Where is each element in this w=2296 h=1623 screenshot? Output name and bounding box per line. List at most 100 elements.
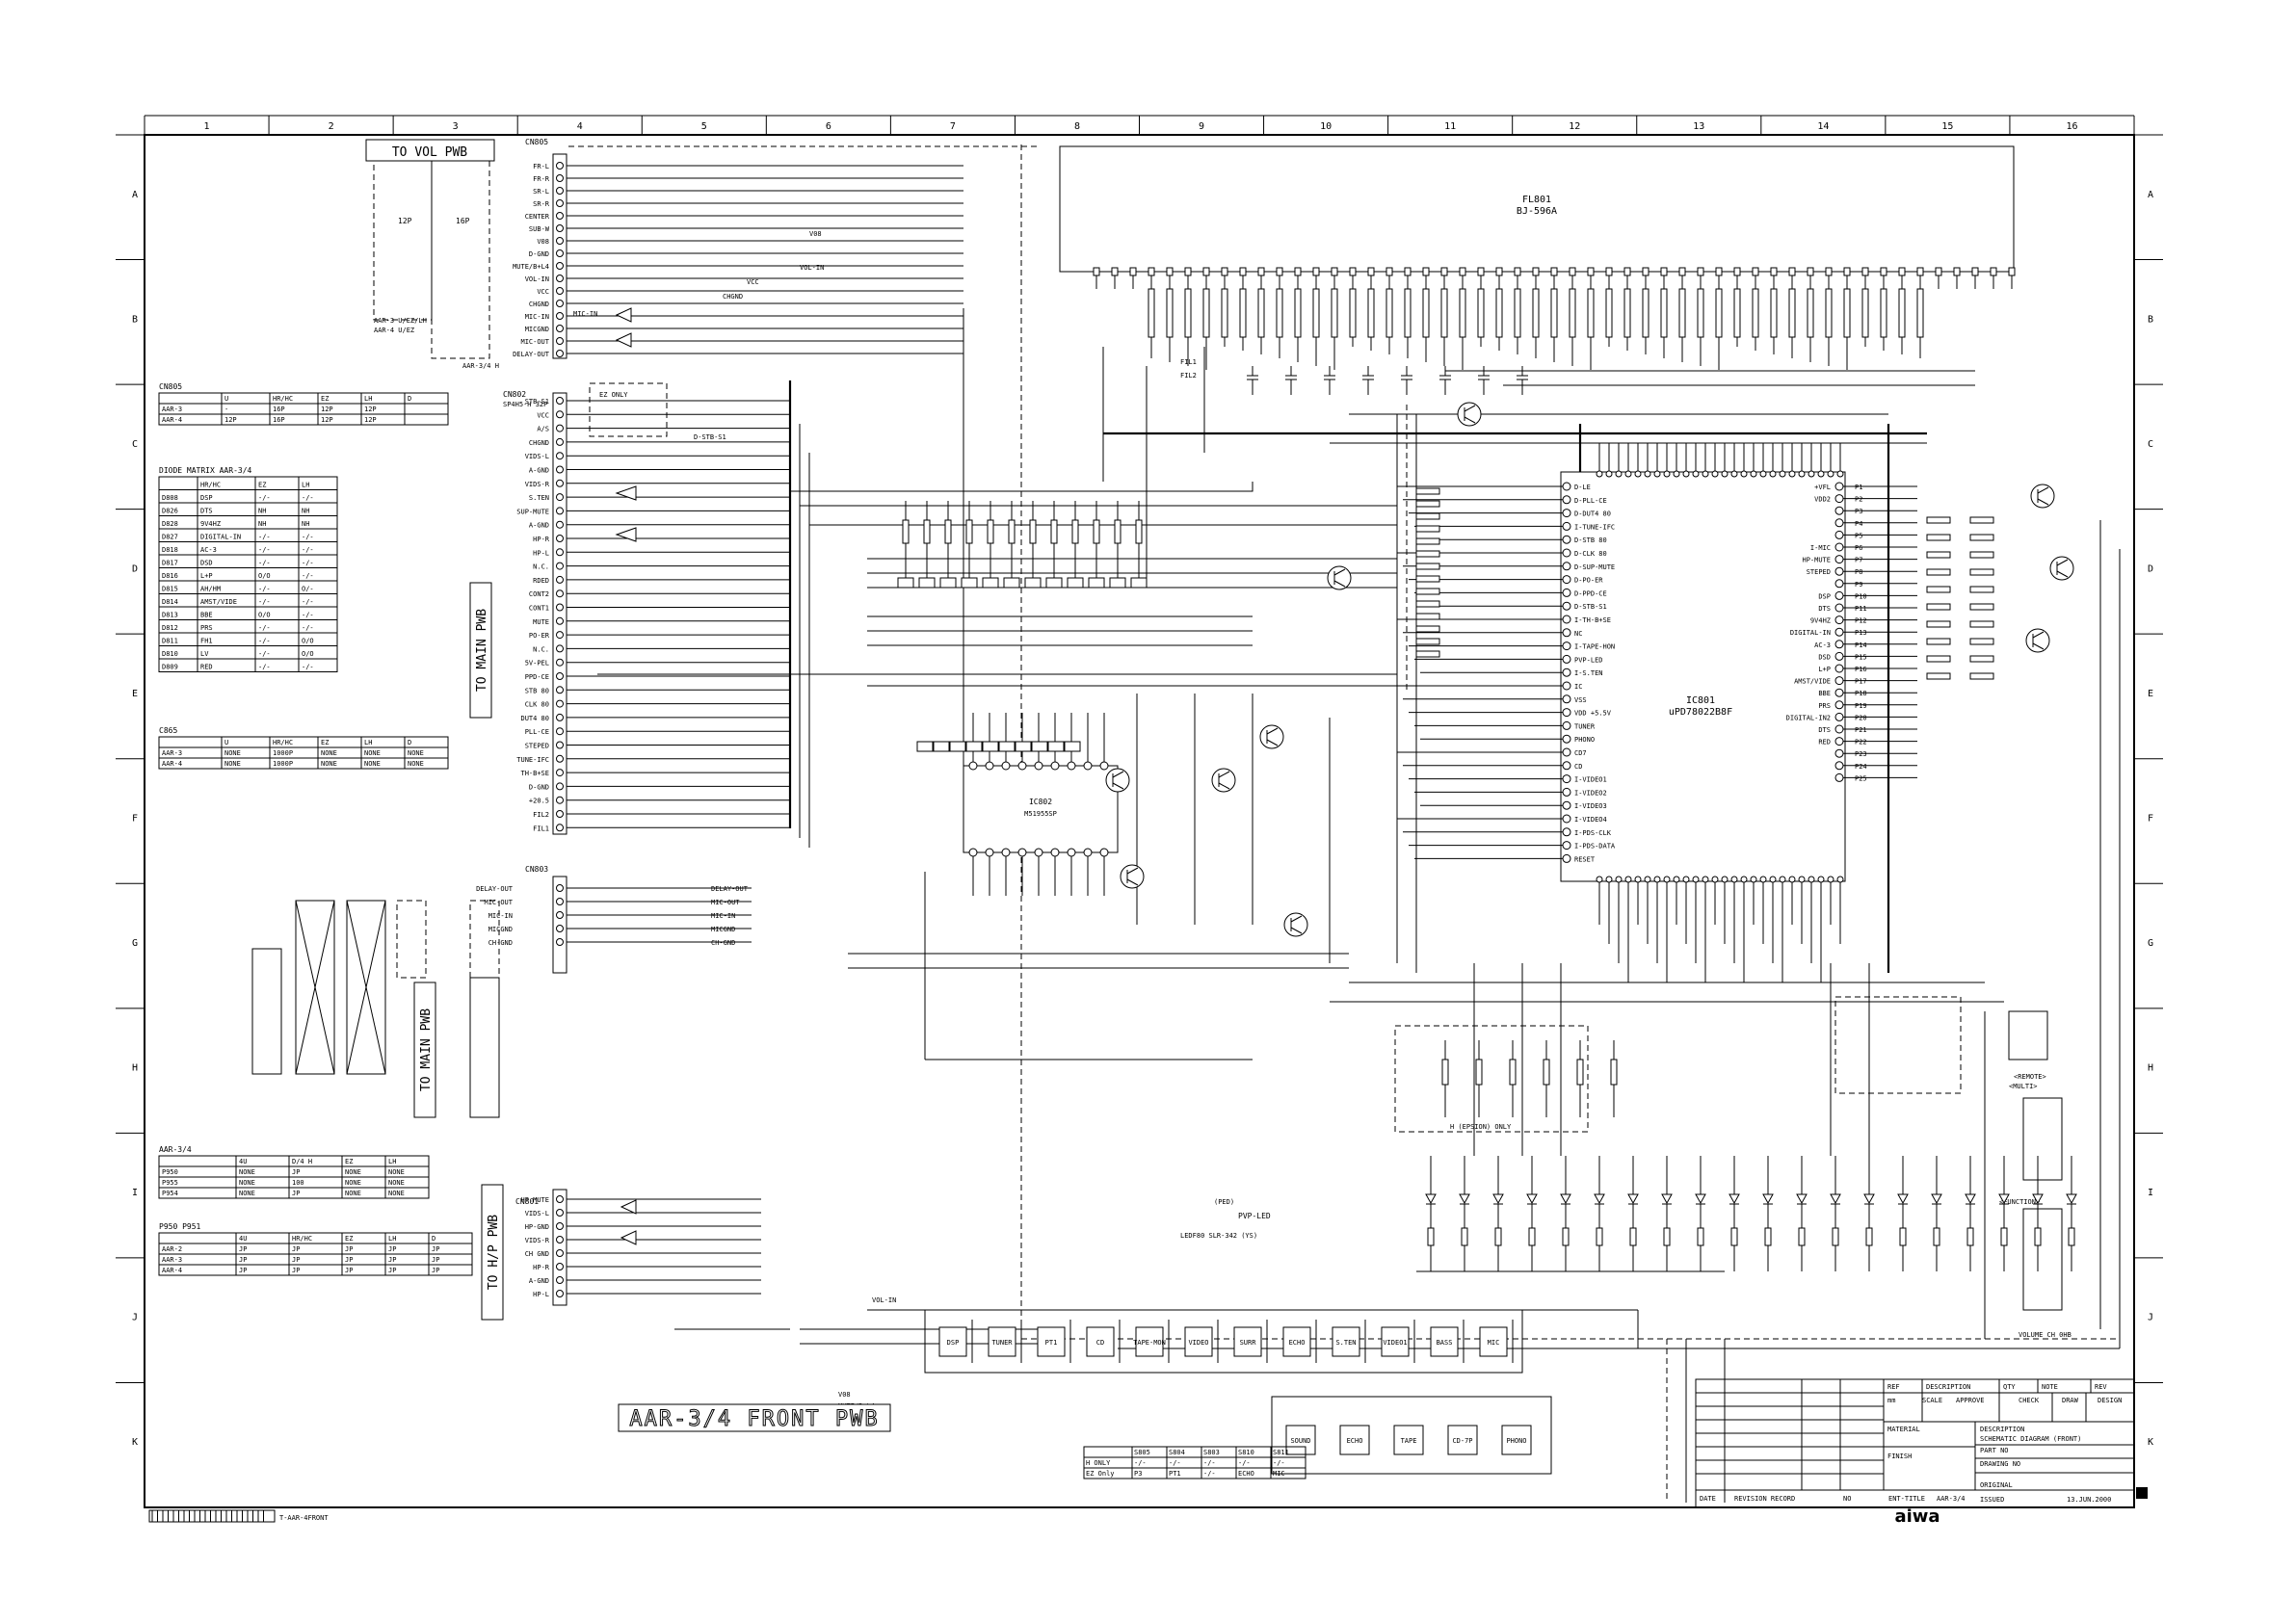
ic-pin-label: P11 — [1855, 605, 1867, 613]
table-cell: JP — [345, 1267, 353, 1274]
table-cell: -/- — [1169, 1459, 1181, 1467]
switch-label: VIDEO — [1188, 1339, 1208, 1347]
connector-pin-label: MIC-OUT — [711, 899, 740, 906]
connector-pin-label: HP MUTE — [520, 1196, 549, 1204]
ent-title-label: ENT-TITLE — [1888, 1495, 1925, 1503]
connector-pin-label: VIDS-R — [525, 481, 550, 488]
table-cell: D/4 H — [292, 1158, 312, 1165]
v08-label: V08 — [809, 230, 822, 238]
table-cell: NONE — [321, 760, 337, 768]
switch-label: PT1 — [1045, 1339, 1058, 1347]
table-cell: NONE — [388, 1179, 405, 1187]
table-cell: AAR-3 — [162, 1256, 182, 1264]
ic-pin-label: CD — [1574, 763, 1582, 771]
row-label: D — [132, 563, 138, 574]
table-cell: -/- — [1273, 1459, 1285, 1467]
ic-pin-label: I-S.TEN — [1574, 669, 1603, 677]
switch-label: S.TEN — [1335, 1339, 1356, 1347]
table-cell: -/- — [1203, 1459, 1216, 1467]
table-cell: NH — [258, 520, 266, 528]
title-block-header: REF — [1887, 1383, 1900, 1391]
table-cell: LH — [364, 739, 372, 746]
table-cell: 4U — [239, 1235, 247, 1243]
row-label: I — [2148, 1188, 2153, 1198]
ic-pin-label: D-SUP-MUTE — [1574, 563, 1615, 571]
connector-pin-label: FIL2 — [533, 811, 549, 819]
ez-only-label: EZ ONLY — [599, 391, 628, 399]
ic-pin-function: BBE — [1818, 690, 1831, 697]
ic-pin-label: P8 — [1855, 568, 1862, 576]
table-cell: -/- — [302, 624, 314, 632]
svg-text:AAR-3/4 H: AAR-3/4 H — [462, 362, 499, 370]
ez-only-box — [589, 382, 668, 437]
footer-strip: T-AAR-4FRONT — [148, 1509, 329, 1523]
table-cell: 16P — [273, 416, 285, 424]
ic-pin-label: D-DUT4 80 — [1574, 510, 1611, 518]
table-cell: LH — [302, 482, 309, 489]
connector-pin-label: CH-GND — [488, 939, 513, 947]
ic-pin-function: DIGITAL-IN2 — [1786, 714, 1831, 721]
table-cell: NONE — [388, 1168, 405, 1176]
connector-pin-label: CHGND — [529, 439, 549, 447]
svg-text:AAR-3 U/EZ/LH: AAR-3 U/EZ/LH — [374, 317, 427, 325]
table-cell: D808 — [162, 494, 178, 502]
ic-pin-function: AC-3 — [1814, 641, 1831, 649]
table-cell: D828 — [162, 520, 178, 528]
revision-record-label: REVISION RECORD — [1734, 1495, 1795, 1503]
table-cell: O/- — [302, 586, 314, 593]
table-cell: JP — [239, 1267, 247, 1274]
column-label: 8 — [1074, 121, 1080, 132]
row-label: E — [2148, 689, 2153, 699]
table-cell: LH — [388, 1158, 396, 1165]
row-label: E — [132, 689, 138, 699]
svg-text:AAR-4 U/EZ: AAR-4 U/EZ — [374, 327, 414, 334]
ic-pin-label: D-PO-ER — [1574, 577, 1603, 585]
connector-pin-label: HP-R — [533, 1264, 550, 1271]
switch-label: DSP — [947, 1339, 960, 1347]
table-cell: -/- — [258, 598, 271, 606]
table-cell: NONE — [364, 760, 381, 768]
table-cell: JP — [292, 1256, 300, 1264]
pvp-led-label: PVP-LED — [1238, 1212, 1271, 1220]
table-cell: O/O — [302, 638, 314, 645]
table-cell: -/- — [258, 650, 271, 658]
connector-pin-label: MIC-IN — [488, 912, 513, 920]
to-main-banner-box-1 — [469, 582, 492, 719]
switch-label: VIDEO1 — [1383, 1339, 1407, 1347]
table-cell: JP — [239, 1256, 247, 1264]
column-label: 15 — [1941, 121, 1953, 132]
ic-pin-label: VDD +5.5V — [1574, 710, 1612, 718]
unit-label: mm — [1887, 1397, 1895, 1404]
switch-label: MIC — [1488, 1339, 1500, 1347]
row-label: C — [132, 439, 138, 450]
table-title: C865 — [159, 726, 177, 735]
connector-pin-label: MIC-OUT — [484, 899, 513, 906]
ic-pin-label: P20 — [1855, 714, 1867, 721]
connector-pin-label: SR-R — [533, 200, 550, 208]
switch-label: CD-7P — [1452, 1437, 1472, 1445]
connector-pin-label: HP-R — [533, 536, 550, 543]
16p-plug-box — [431, 160, 490, 359]
column-label: 1 — [204, 121, 210, 132]
table-cell: -/- — [302, 546, 314, 554]
ic-pin-function: STEPED — [1807, 568, 1831, 576]
svg-text:16P: 16P — [456, 217, 470, 225]
ic-pin-label: I-VIDEO4 — [1574, 816, 1607, 824]
switch-label: ECHO — [1347, 1437, 1363, 1445]
table-cell: -/- — [302, 664, 314, 671]
column-label: 11 — [1444, 121, 1456, 132]
original-label: ORIGINAL — [1980, 1481, 2013, 1489]
title-block-header: REV — [2095, 1383, 2107, 1391]
switch-label: SURR — [1240, 1339, 1257, 1347]
drawing-no-label: DRAWING NO — [1980, 1460, 2020, 1468]
ic-pin-function: DSP — [1818, 592, 1831, 600]
table-cell: AAR-2 — [162, 1245, 182, 1253]
ic-pin-label: P24 — [1855, 763, 1867, 771]
table-cell: P3 — [1134, 1470, 1142, 1478]
table-cell: H ONLY — [1086, 1459, 1111, 1467]
ic-pin-label: PHONO — [1574, 736, 1595, 744]
